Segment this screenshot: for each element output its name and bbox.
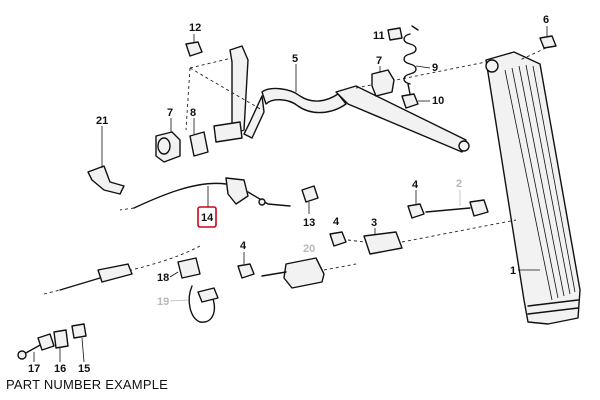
stop-20[interactable] (261, 257, 357, 289)
label-6: 6 (543, 14, 549, 26)
label-19: 19 (157, 296, 169, 308)
label-4b: 4 (333, 216, 340, 228)
label-8: 8 (190, 107, 196, 119)
nut-12[interactable] (185, 41, 203, 57)
caption: PART NUMBER EXAMPLE (6, 377, 169, 392)
label-2: 2 (456, 178, 462, 190)
highlight-box-14 (197, 206, 217, 228)
kickdown-switch-3[interactable] (347, 219, 517, 255)
pedal-lever[interactable] (213, 45, 470, 153)
stop-screw-2[interactable] (425, 199, 489, 217)
bracket-21[interactable] (87, 165, 125, 195)
nut-6[interactable] (539, 35, 557, 49)
label-16: 16 (54, 363, 66, 375)
label-18: 18 (157, 272, 169, 284)
label-3: 3 (371, 217, 377, 229)
label-12: 12 (189, 22, 201, 34)
clip-10[interactable] (401, 93, 419, 109)
label-17: 17 (28, 363, 40, 375)
label-4a: 4 (412, 179, 419, 191)
clip-11[interactable] (387, 27, 403, 41)
bushing-7-top[interactable] (371, 69, 395, 97)
label-11: 11 (373, 30, 385, 42)
label-4c: 4 (240, 240, 247, 252)
label-15: 15 (78, 363, 90, 375)
nut-4b[interactable] (329, 231, 347, 247)
clip-16[interactable] (53, 329, 69, 349)
label-13: 13 (303, 217, 315, 229)
throttle-cable[interactable] (43, 177, 291, 295)
clamp-18[interactable] (177, 257, 201, 279)
label-14: 14 (201, 212, 214, 224)
return-spring[interactable] (403, 25, 419, 95)
bushing-left[interactable] (155, 131, 181, 163)
label-7b: 7 (376, 55, 382, 67)
label-10: 10 (432, 95, 444, 107)
label-20: 20 (303, 243, 315, 255)
strap-19[interactable] (188, 285, 219, 323)
label-7a: 7 (167, 107, 173, 119)
grommet-13[interactable] (301, 185, 319, 203)
nut-4a[interactable] (407, 203, 425, 219)
screw-17[interactable] (17, 333, 55, 360)
clip-left[interactable] (189, 131, 209, 157)
label-5: 5 (292, 53, 298, 65)
nut-15[interactable] (71, 323, 87, 339)
label-21: 21 (96, 115, 108, 127)
label-9: 9 (432, 62, 438, 74)
label-1: 1 (510, 265, 516, 277)
accelerator-pedal[interactable] (485, 51, 581, 325)
nut-4c[interactable] (237, 263, 255, 279)
